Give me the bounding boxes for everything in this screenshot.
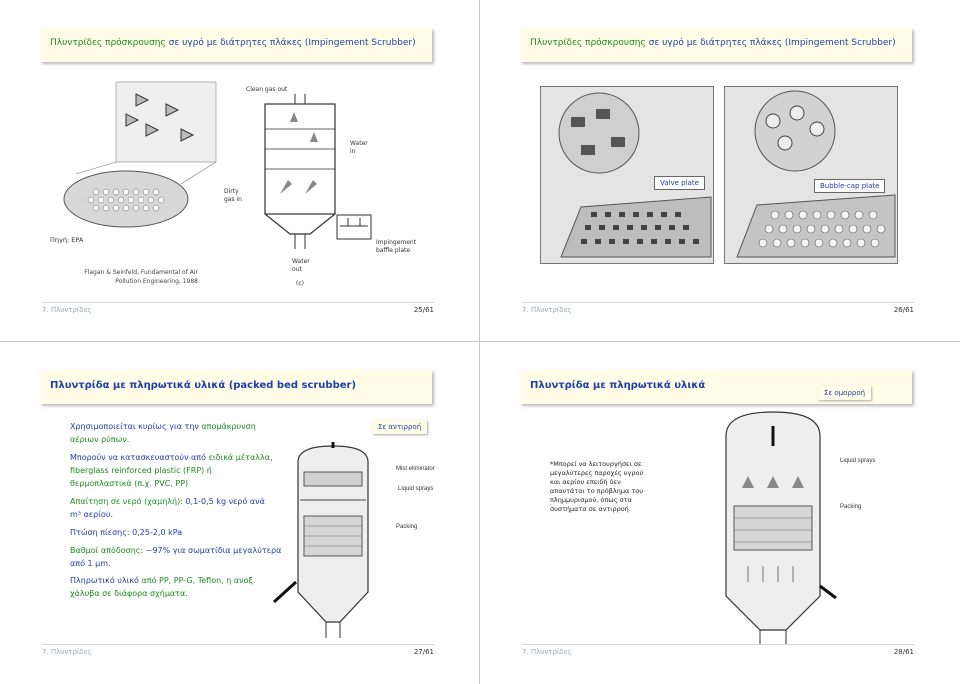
label-clean-gas-out: Clean gas out xyxy=(246,86,288,93)
slide-title-box: Πλυντρίδα με πληρωτικά υλικά (packed bed… xyxy=(40,370,432,404)
source-label: Πηγή: EPA xyxy=(50,236,84,244)
footer-rule xyxy=(42,644,434,645)
bullet-4-value: 0,25-2,0 kPa xyxy=(132,528,183,537)
bullet-2-highlight: ειδικά μέταλλα, xyxy=(208,453,273,462)
bullet-1: Χρησιμοποιείται κυρίως για την απομάκρυν… xyxy=(70,420,330,446)
note-line-2: μεγαλύτερες παροχές υγρού xyxy=(550,469,644,477)
footer-section: 7. Πλυντρίδες xyxy=(42,648,92,656)
slide-25: Πλυντρίδες πρόσκρουσης σε υγρό με διάτρη… xyxy=(28,14,448,314)
label-water-out: Water out xyxy=(292,258,310,273)
footer-section: 7. Πλυντρίδες xyxy=(522,306,572,314)
slide-title: Πλυντρίδα με πληρωτικά υλικά xyxy=(530,380,706,391)
bullet-5: Βαθμοί απόδοσης: ~97% για σωματίδια μεγα… xyxy=(70,544,330,570)
slide-26: Πλυντρίδες πρόσκρουσης σε υγρό με διάτρη… xyxy=(508,14,928,314)
slide-title: Πλυντρίδες πρόσκρουσης σε υγρό με διάτρη… xyxy=(50,38,416,48)
note-line-3: και αερίου επειδή δεν xyxy=(550,478,621,486)
slide-27: Πλυντρίδα με πληρωτικά υλικά (packed bed… xyxy=(28,356,448,656)
bullet-4: Πτώση πίεσης: 0,25-2,0 kPa xyxy=(70,526,330,539)
packed-bed-cocurrent-diagram xyxy=(725,411,837,644)
bullet-3: Απαίτηση σε νερό (χαμηλή): 0,1-0,5 kg νε… xyxy=(70,495,330,521)
title-rest: σε υγρό με διάτρητες πλάκες (Impingement… xyxy=(165,38,416,48)
note-line-1: *Μπορεί να λειτουργήσει σε xyxy=(550,460,642,468)
footer-rule xyxy=(42,302,434,303)
bullet-2-text: Μπορούν να κατασκευαστούν από xyxy=(70,453,209,462)
baffle-detail-icon xyxy=(336,214,372,240)
bullet-5-cont: από 1 μm. xyxy=(70,559,111,568)
cocurrent-badge: Σε ομορροή xyxy=(818,386,872,400)
note-line-4: απαντάται το πρόβλημα του xyxy=(550,487,643,495)
footer-section: 7. Πλυντρίδες xyxy=(42,306,92,314)
label-c: (c) xyxy=(296,280,304,287)
label-water-in: Water in xyxy=(350,140,368,155)
label-liquid-sprays: Liquid sprays xyxy=(840,458,876,464)
bubble-cap-plate-label: Bubble-cap plate xyxy=(814,179,886,193)
bullet-5-text: Βαθμοί απόδοσης: xyxy=(70,546,146,555)
footer-section: 7. Πλυντρίδες xyxy=(522,648,572,656)
bullet-1-text: Χρησιμοποιείται κυρίως για την xyxy=(70,422,202,431)
slide-title: Πλυντρίδες πρόσκρουσης σε υγρό με διάτρη… xyxy=(530,38,896,48)
bullet-2: Μπορούν να κατασκευαστούν από ειδικά μέτ… xyxy=(70,451,330,490)
impingement-scrubber-diagram xyxy=(264,94,336,249)
page-divider-horizontal xyxy=(0,341,960,342)
footer-page-number: 27/61 xyxy=(413,648,434,656)
footer-page-number: 28/61 xyxy=(893,648,914,656)
valve-plate-label: Valve plate xyxy=(654,176,705,190)
reference-line-2: Pollution Engineering, 1988 xyxy=(115,278,198,285)
footer-page-number: 26/61 xyxy=(893,306,914,314)
bullet-list: Χρησιμοποιείται κυρίως για την απομάκρυν… xyxy=(28,356,448,656)
bullet-3-cont: m³ αερίου. xyxy=(70,510,113,519)
slide-title-box: Πλυντρίδες πρόσκρουσης σε υγρό με διάτρη… xyxy=(40,28,432,62)
bullet-6-value: από PP, PP-G, Teflon, η ανοξ. xyxy=(141,576,256,585)
label-mist-eliminator: Mist eliminator xyxy=(396,466,435,472)
bullet-1-cont: αέριων ρύπων. xyxy=(70,435,130,444)
bullet-3-value: 0,1-0,5 kg νερό ανά xyxy=(185,497,265,506)
bullet-1-highlight: απομάκρυνση xyxy=(201,422,256,431)
title-highlight: Πλυντρίδες πρόσκρουσης xyxy=(50,38,166,48)
bubble-cap-plate-image xyxy=(724,86,898,264)
page-divider-vertical xyxy=(479,0,480,684)
bullet-2-cont: fiberglass reinforced plastic (FRP) ή xyxy=(70,466,212,475)
bullet-2-cont2: θερμοπλαστικά (π.χ. PVC, PP) xyxy=(70,479,189,488)
bullet-5-value: ~97% για σωματίδια μεγαλύτερα xyxy=(145,546,282,555)
label-dirty-gas-in: Dirty gas in xyxy=(224,188,242,203)
footer-page-number: 25/61 xyxy=(413,306,434,314)
title-rest: σε υγρό με διάτρητες πλάκες (Impingement… xyxy=(645,38,896,48)
slide-title-box: Πλυντρίδες πρόσκρουσης σε υγρό με διάτρη… xyxy=(520,28,912,62)
countercurrent-badge: Σε αντιρροή xyxy=(372,420,428,434)
reference-line-1: Flagan & Seinfeld, Fundamental of Air xyxy=(84,269,198,276)
note-line-6: συστήματα σε αντιρροή. xyxy=(550,505,631,513)
packed-bed-countercurrent-diagram xyxy=(272,442,369,638)
note-block: *Μπορεί να λειτουργήσει σε μεγαλύτερες π… xyxy=(550,460,720,514)
label-packing: Packing xyxy=(396,524,418,530)
bullet-6-text: Πληρωτικό υλικό xyxy=(70,576,142,585)
perforated-plate-illustration xyxy=(63,81,217,228)
valve-plate-image xyxy=(540,86,714,264)
slide-28: Πλυντρίδα με πληρωτικά υλικά Σε ομορροή … xyxy=(508,356,928,656)
label-liquid-sprays: Liquid sprays xyxy=(398,486,434,492)
title-highlight: Πλυντρίδες πρόσκρουσης xyxy=(530,38,646,48)
bullet-6: Πληρωτικό υλικό από PP, PP-G, Teflon, η … xyxy=(70,574,330,600)
bullet-4-text: Πτώση πίεσης: xyxy=(70,528,133,537)
footer-rule xyxy=(522,644,914,645)
note-line-5: πλημμυρισμού, όπως στα xyxy=(550,496,632,504)
slide-title: Πλυντρίδα με πληρωτικά υλικά (packed bed… xyxy=(50,380,357,391)
bullet-3-text: Απαίτηση σε νερό (χαμηλή): xyxy=(70,497,186,506)
footer-rule xyxy=(522,302,914,303)
label-impingement-baffle: Impingement baffle plate xyxy=(376,239,417,254)
label-packing: Packing xyxy=(840,504,862,510)
bullet-6-cont: χάλυβα σε διάφορα σχήματα. xyxy=(70,589,188,598)
